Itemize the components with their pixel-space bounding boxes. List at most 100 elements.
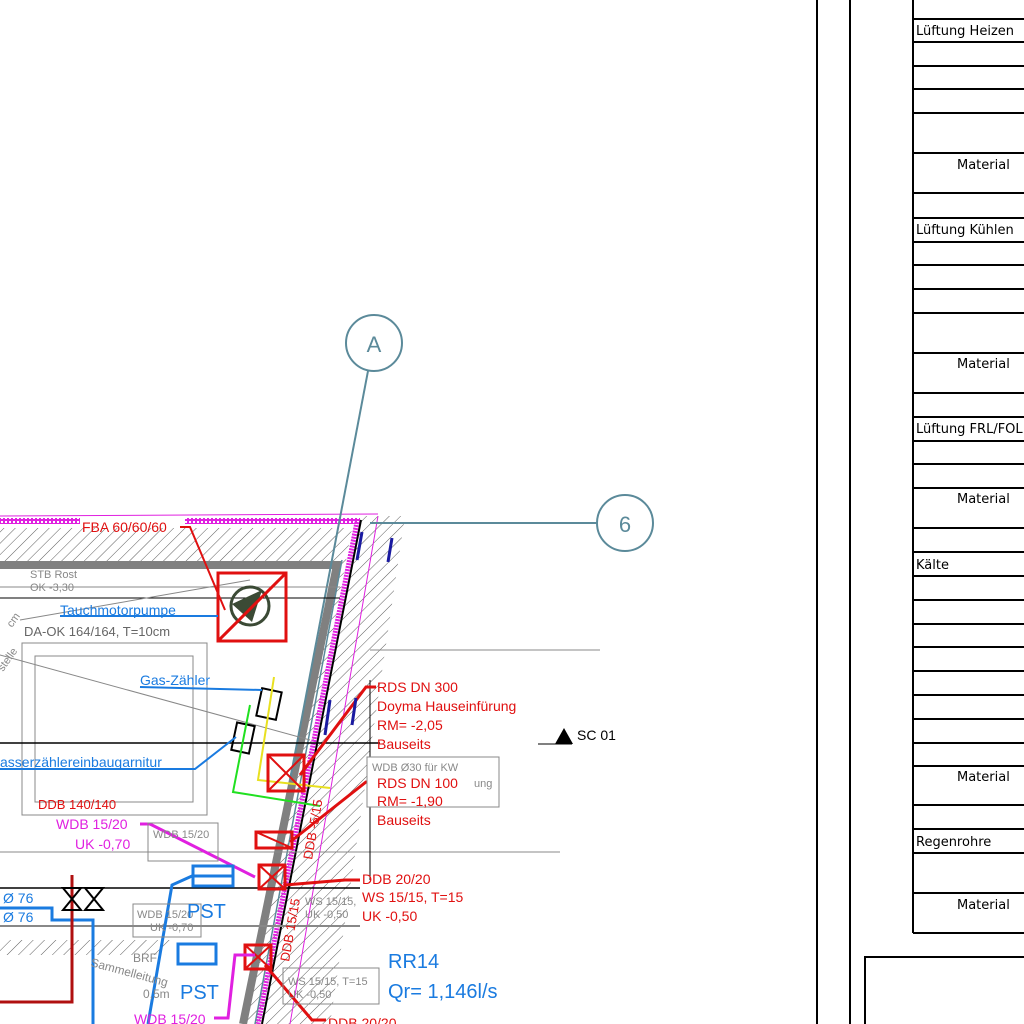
line — [19, 579, 251, 621]
ws-gray-label-2: WS 15/15, T=15 — [288, 976, 368, 988]
bauseits-label-2: Bauseits — [377, 812, 431, 828]
wdb2-leader — [214, 953, 255, 1020]
legend-section-title: Lüftung Heizen — [916, 24, 1014, 39]
ok-label: OK -3,30 — [30, 582, 74, 594]
penetration-box-3 — [257, 863, 287, 891]
blue-pipe — [146, 874, 233, 1024]
wdb-gray-label-2: WDB 15/20 — [137, 909, 193, 921]
blue-tick — [323, 699, 332, 736]
rm205-label: RM= -2,05 — [377, 717, 443, 733]
insulation-diagonal — [255, 521, 360, 1024]
room-outline — [21, 642, 208, 816]
wdb-kw-label: WDB Ø30 für KW — [372, 762, 459, 774]
membrane-diagonal — [289, 515, 379, 1024]
stb-rost-label: STB Rost — [30, 569, 77, 581]
ung-label: ung — [474, 778, 492, 790]
uk-gray-label: UK -0,70 — [150, 922, 193, 934]
gas-meter-label: Gas-Zähler — [140, 672, 210, 688]
diameter-label: Ø 76 — [3, 890, 34, 906]
penetration-box — [266, 753, 306, 793]
half-label: 0,5m — [143, 987, 170, 1001]
ddb2020-label: DDB 20/20 — [362, 871, 431, 887]
cm-label: cm — [5, 611, 23, 630]
pst-label: PST — [187, 901, 226, 923]
legend-table — [816, 0, 1024, 1024]
ws1515-label: WS 15/15, T=15 — [362, 889, 464, 905]
fba-leader — [180, 526, 226, 611]
wdb-gray-label: WDB 15/20 — [153, 829, 209, 841]
fba-label: FBA 60/60/60 — [82, 519, 167, 535]
note-box — [147, 822, 219, 862]
rds100-label: RDS DN 100 — [377, 775, 458, 791]
penetration-box-4 — [243, 943, 273, 971]
pst-box — [191, 864, 235, 888]
pump-icon — [229, 585, 271, 627]
legend-material-label: Material — [957, 770, 1010, 785]
uk070-label: UK -0,70 — [75, 836, 130, 852]
rr14-label: RR14 — [388, 951, 439, 973]
legend-labels: Lüftung Heizen Material Lüftung Kühlen M… — [916, 24, 1023, 913]
note-box — [366, 756, 500, 808]
note-box — [282, 967, 380, 1005]
uk050-label: UK -0,50 — [362, 908, 417, 924]
water-leader — [0, 736, 237, 770]
legend-section-title: Kälte — [916, 558, 949, 573]
uk-gray-label-2: UK -0,50 — [305, 909, 348, 921]
penetration-cross — [244, 944, 272, 970]
water-pipe — [231, 704, 321, 807]
wdb-leader — [140, 822, 256, 879]
grid-marker-a-label: A — [367, 332, 382, 357]
membrane-line — [0, 513, 379, 517]
legend-section-title: Lüftung Kühlen — [916, 223, 1014, 238]
valve-icon — [82, 887, 106, 911]
pst-label-2: PST — [180, 982, 219, 1004]
line — [0, 654, 311, 741]
room-outline-inner — [34, 655, 194, 803]
legend-material-label: Material — [957, 492, 1010, 507]
penetration-cross — [258, 864, 286, 890]
ddb2020b-label: DDB 20/20 — [328, 1015, 397, 1024]
qr-label: Qr= 1,146l/s — [388, 981, 498, 1003]
ws-gray-label: WS 15/15, — [305, 896, 356, 908]
valve-icon — [60, 887, 84, 911]
legend-section-title: Regenrohre — [916, 835, 991, 850]
gas-pipe — [256, 676, 331, 789]
blue-tick — [386, 537, 394, 563]
red-pipe — [0, 875, 74, 1004]
note-box — [132, 903, 202, 938]
section-marker-label: SC 01 — [577, 727, 616, 743]
pump-label: Tauchmotorpumpe — [60, 602, 176, 618]
penetration-cross — [267, 754, 305, 792]
ddb140-label: DDB 140/140 — [38, 797, 116, 812]
uk-gray-label-3: UK -0,50 — [288, 989, 331, 1001]
black-edge — [261, 519, 362, 1024]
gas-leader — [139, 686, 263, 691]
pump-triangle — [232, 590, 262, 622]
insulation-top — [0, 518, 80, 524]
doyma-label: Doyma Hauseinfürung — [377, 698, 516, 714]
diameter-label-2: Ø 76 — [3, 909, 34, 925]
rds300-leader — [298, 685, 376, 776]
ddb2020-leader — [284, 878, 360, 887]
floor-hatch — [0, 940, 172, 955]
rds300-label: RDS DN 300 — [377, 679, 458, 695]
brf-label: BRF — [133, 951, 157, 965]
blue-pipe-2 — [0, 906, 95, 1024]
bauseits-label: Bauseits — [377, 736, 431, 752]
ddb2020b-leader — [263, 964, 326, 1022]
pump-cross — [216, 571, 288, 643]
insulation-top-2 — [185, 518, 360, 524]
penetration-cross — [255, 831, 293, 849]
blue-tick — [350, 697, 358, 726]
grid-marker-a — [345, 314, 403, 372]
legend-material-label: Material — [957, 158, 1010, 173]
rm190-label: RM= -1,90 — [377, 793, 443, 809]
da-ok-label: DA-OK 164/164, T=10cm — [24, 624, 170, 639]
blue-tick — [355, 531, 364, 561]
water-meter-label: asserzählereinbaugarnitur — [0, 754, 162, 770]
legend-section-title: Lüftung FRL/FOL — [916, 422, 1023, 437]
grid-line-a — [289, 370, 369, 781]
section-marker-icon — [555, 728, 573, 744]
legend-material-label: Material — [957, 357, 1010, 372]
